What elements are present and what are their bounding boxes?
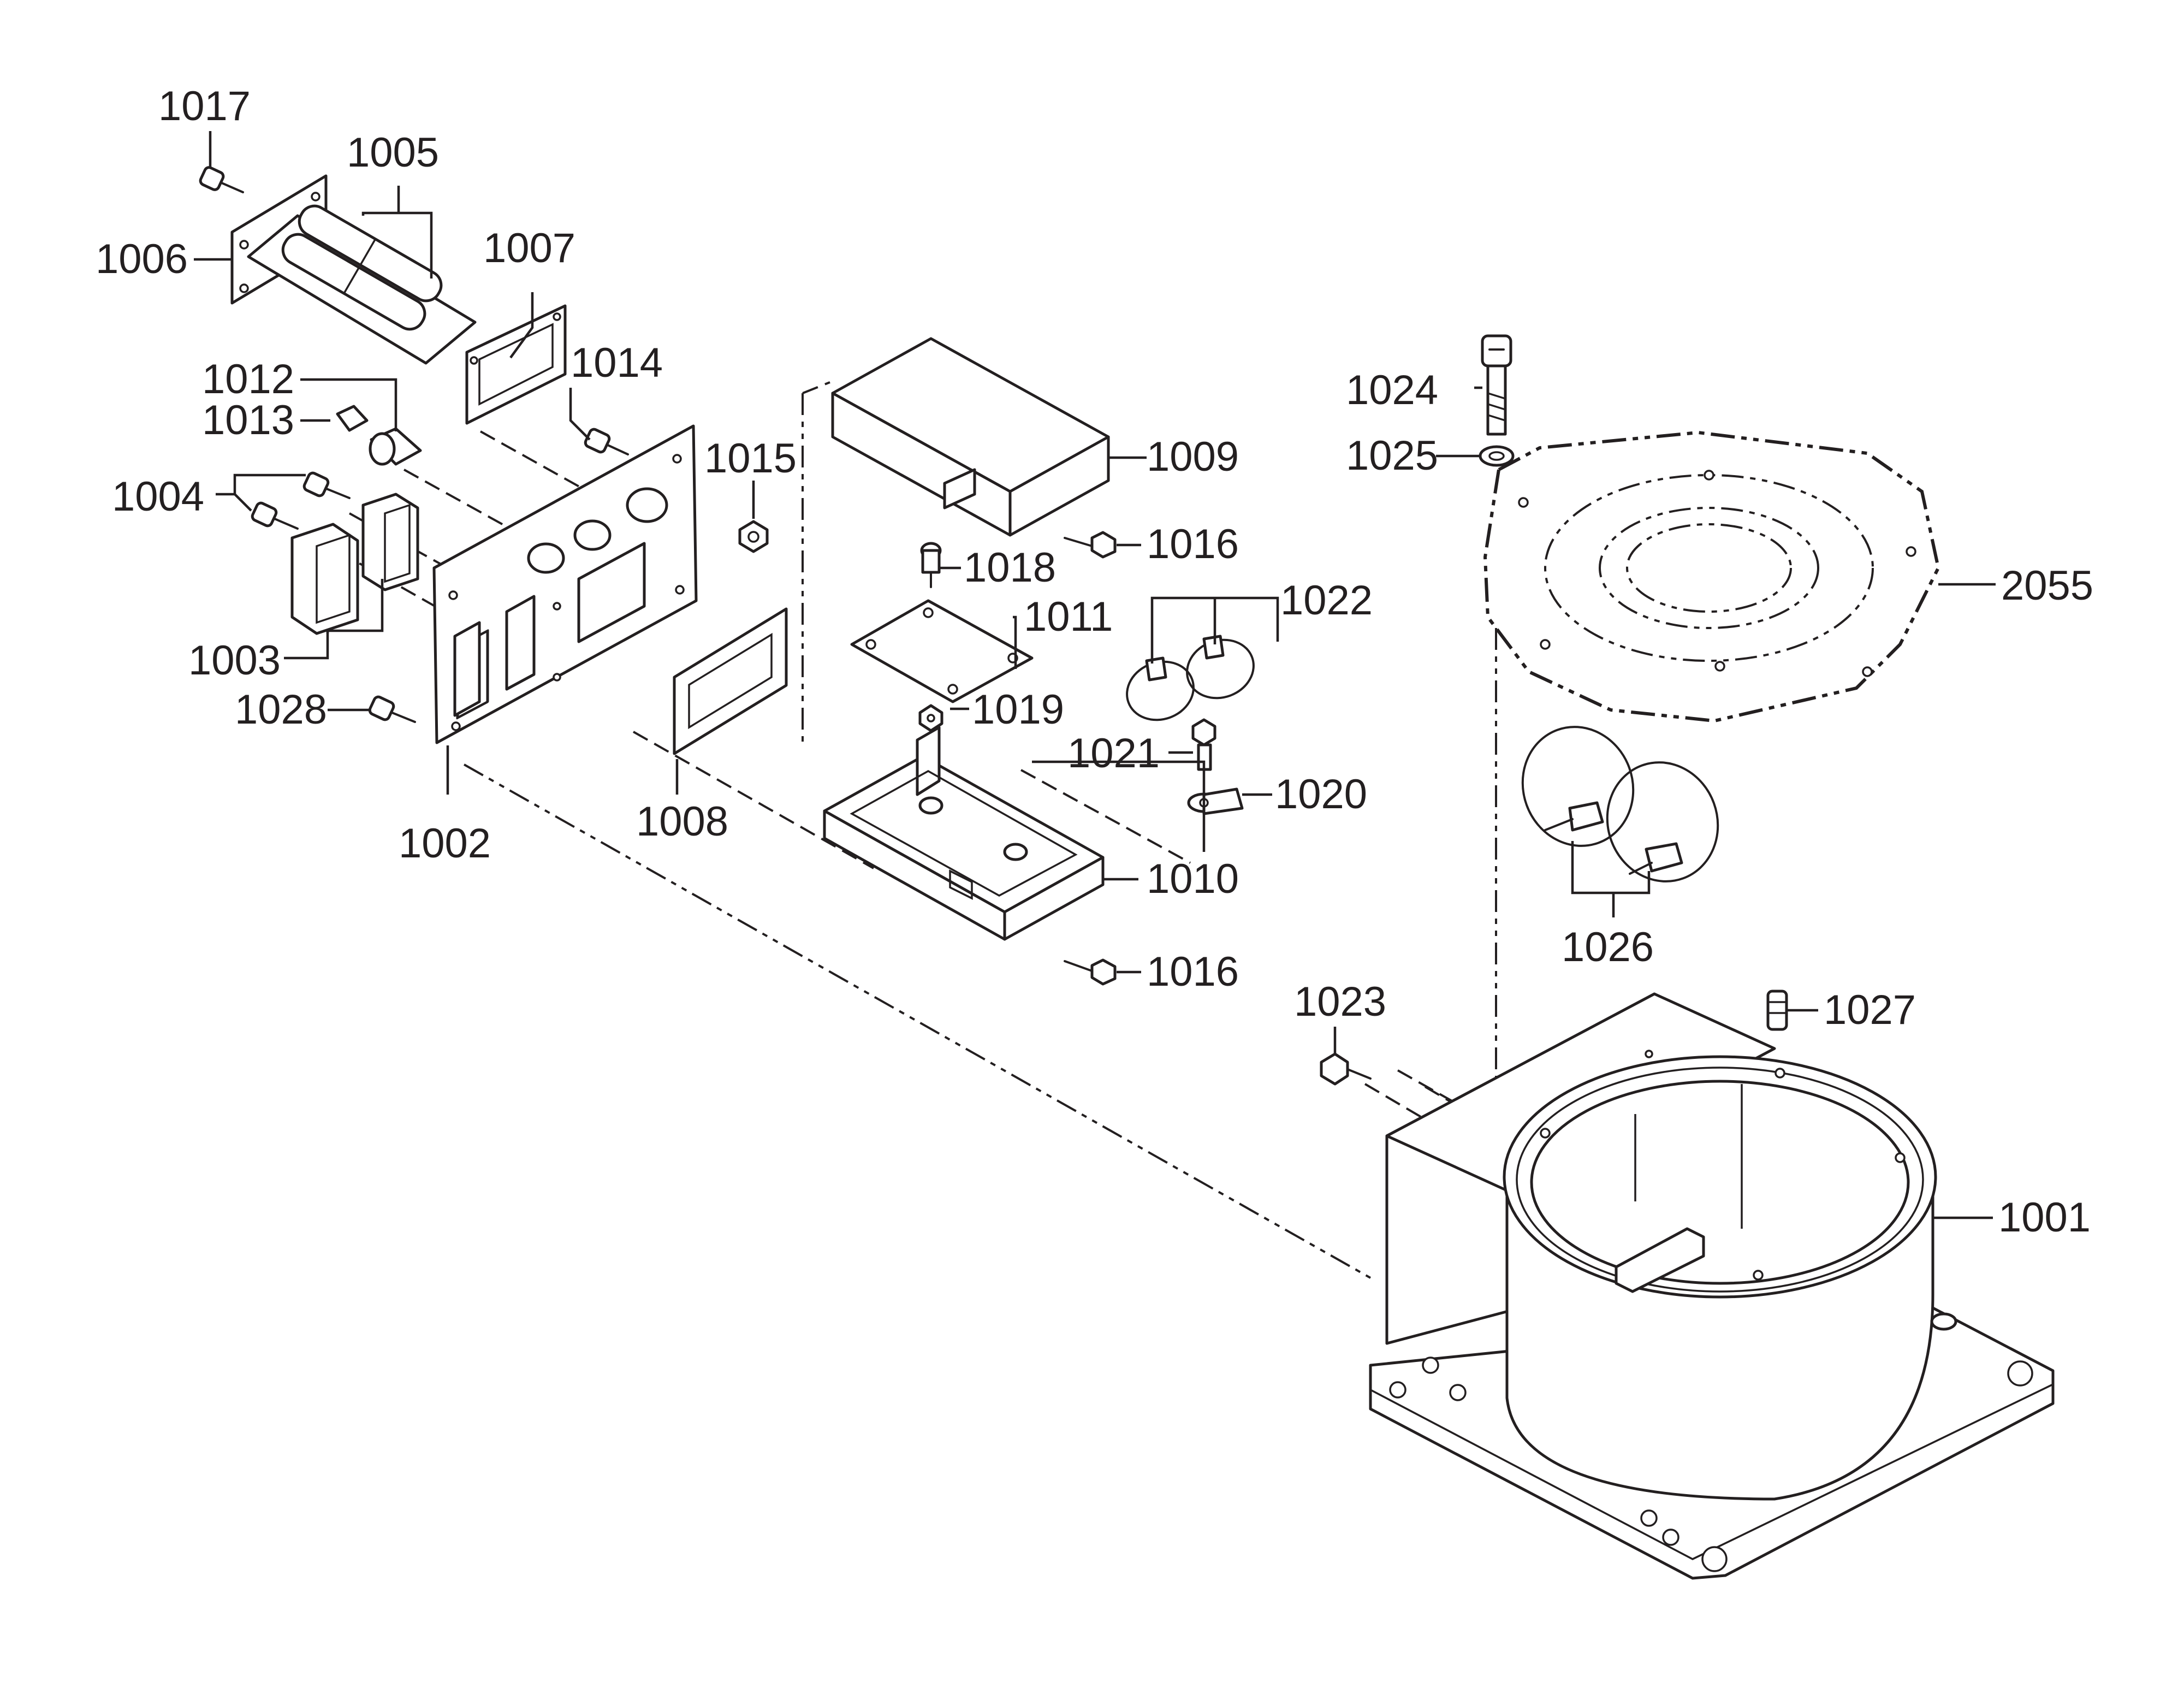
bearing-ring-2055 bbox=[1483, 430, 1940, 723]
callout-2055: 2055 bbox=[2001, 562, 2093, 609]
callout-1009: 1009 bbox=[1147, 434, 1239, 480]
callout-1016-upper: 1016 bbox=[1147, 521, 1239, 567]
callout-1026: 1026 bbox=[1562, 924, 1654, 970]
gasket-lower bbox=[673, 607, 788, 755]
callout-1010: 1010 bbox=[1147, 856, 1239, 902]
callout-1003: 1003 bbox=[188, 637, 281, 684]
connector-housing-left bbox=[290, 523, 359, 635]
callout-1014: 1014 bbox=[571, 340, 663, 386]
nut-1019 bbox=[918, 704, 943, 732]
cable-tie-1026b bbox=[1606, 761, 1719, 882]
callout-1008: 1008 bbox=[636, 798, 728, 845]
callout-1005: 1005 bbox=[347, 129, 439, 176]
screw-1023 bbox=[1320, 1052, 1372, 1086]
callout-1015: 1015 bbox=[704, 435, 797, 482]
callout-1023: 1023 bbox=[1294, 979, 1386, 1025]
battery-pack bbox=[247, 204, 477, 365]
bolt-1024 bbox=[1481, 334, 1512, 436]
washer-1025 bbox=[1479, 445, 1515, 467]
screw-1014 bbox=[584, 428, 629, 455]
callout-1012: 1012 bbox=[202, 356, 294, 402]
callout-1001: 1001 bbox=[1998, 1194, 2091, 1241]
callout-1011: 1011 bbox=[1024, 594, 1113, 640]
nut-1015 bbox=[738, 520, 769, 553]
callout-1004: 1004 bbox=[112, 473, 204, 520]
box-base bbox=[823, 726, 1105, 941]
callout-1002: 1002 bbox=[399, 820, 491, 867]
main-housing bbox=[1369, 992, 2055, 1580]
cable-tie-1026a bbox=[1521, 726, 1635, 847]
callout-1007: 1007 bbox=[483, 225, 575, 271]
callout-1022: 1022 bbox=[1280, 577, 1373, 624]
callout-1017: 1017 bbox=[158, 83, 251, 129]
cable-tie-1022b bbox=[1186, 635, 1255, 700]
callout-1027: 1027 bbox=[1824, 987, 1916, 1033]
screw-1018 bbox=[920, 542, 942, 588]
callout-1018: 1018 bbox=[964, 544, 1056, 591]
connector-plate bbox=[432, 424, 698, 744]
callout-1006: 1006 bbox=[96, 236, 188, 282]
screw-1004-upper bbox=[302, 471, 351, 499]
screw-1016-upper bbox=[1064, 531, 1117, 559]
callout-1013: 1013 bbox=[202, 397, 294, 443]
screw-1004-lower bbox=[251, 501, 299, 530]
screw-1017 bbox=[199, 166, 244, 193]
clamp-1020 bbox=[1187, 787, 1244, 815]
cable-gland-1012 bbox=[369, 427, 422, 466]
callout-1016-lower: 1016 bbox=[1147, 949, 1239, 995]
callout-labels: 1017 1005 1006 1007 1012 1013 1014 1015 … bbox=[96, 83, 2093, 1241]
callout-1020: 1020 bbox=[1275, 771, 1367, 818]
box-cover bbox=[831, 337, 1110, 537]
callout-1019: 1019 bbox=[972, 686, 1064, 733]
callout-1021: 1021 bbox=[1067, 730, 1160, 777]
leader-lines bbox=[194, 131, 1996, 1219]
plug-1013 bbox=[336, 405, 369, 432]
callout-1028: 1028 bbox=[235, 686, 327, 733]
screw-1016-lower bbox=[1064, 958, 1117, 986]
callout-1025: 1025 bbox=[1346, 433, 1438, 479]
gasket-upper bbox=[465, 304, 567, 425]
screw-1028 bbox=[368, 695, 416, 723]
callout-1024: 1024 bbox=[1346, 367, 1438, 413]
pin-1027 bbox=[1766, 990, 1788, 1031]
connector-housing-right bbox=[361, 493, 419, 591]
